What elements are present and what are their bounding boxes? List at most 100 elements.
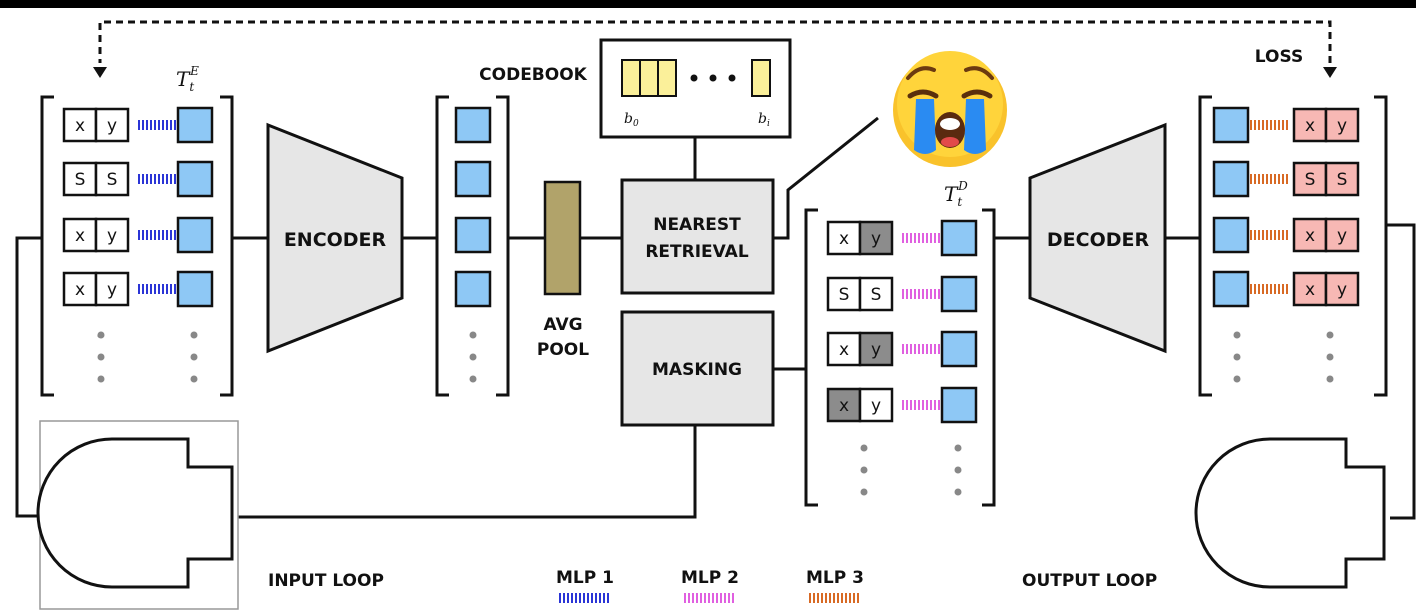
mlp-link bbox=[809, 593, 859, 603]
encoder-label: ENCODER bbox=[284, 229, 387, 251]
legend-label: MLP 3 bbox=[806, 568, 864, 588]
token-embedding bbox=[176, 106, 214, 144]
token-embedding bbox=[454, 216, 492, 254]
token-value: x bbox=[1305, 280, 1315, 300]
loss-label: LOSS bbox=[1255, 47, 1303, 67]
token-value: y bbox=[1337, 226, 1347, 246]
token-value: y bbox=[871, 396, 881, 416]
token-embedding bbox=[940, 330, 978, 368]
token-value: x bbox=[839, 229, 849, 249]
mlp-link bbox=[559, 593, 609, 603]
token-value: S bbox=[871, 285, 882, 305]
input-loop-icon bbox=[36, 420, 239, 610]
mlp-link bbox=[684, 593, 734, 603]
token-embedding bbox=[1212, 270, 1250, 308]
nearest-retrieval-label-line2: RETRIEVAL bbox=[645, 242, 748, 262]
mlp-link bbox=[138, 230, 176, 240]
svg-text:TtE: TtE bbox=[176, 64, 199, 94]
token-embedding bbox=[454, 270, 492, 308]
mlp-link bbox=[902, 400, 940, 410]
token-embedding bbox=[940, 219, 978, 257]
token-embedding bbox=[1212, 106, 1250, 144]
top-border bbox=[0, 0, 1416, 8]
codebook-label: CODEBOOK bbox=[479, 65, 588, 85]
codebook-b0-label: b0 bbox=[624, 111, 639, 129]
token-value: y bbox=[871, 340, 881, 360]
avg-pool-label-line2: POOL bbox=[537, 340, 589, 360]
token-value: y bbox=[107, 116, 117, 136]
token-value: x bbox=[75, 116, 85, 136]
token-value: S bbox=[107, 170, 118, 190]
token-embedding bbox=[1212, 216, 1250, 254]
decoder-block bbox=[1028, 122, 1167, 354]
masking-block bbox=[620, 310, 775, 427]
token-value: y bbox=[1337, 280, 1347, 300]
svg-text:TtD: TtD bbox=[944, 179, 968, 209]
token-value: x bbox=[839, 340, 849, 360]
nearest-retrieval-label-line1: NEAREST bbox=[653, 215, 741, 235]
mlp-link bbox=[1250, 174, 1288, 184]
mlp-link bbox=[1250, 120, 1288, 130]
token-embedding bbox=[940, 386, 978, 424]
mlp-link bbox=[1250, 284, 1288, 294]
input-loop-label: INPUT LOOP bbox=[268, 571, 384, 591]
mlp-link bbox=[902, 289, 940, 299]
token-embedding bbox=[176, 160, 214, 198]
legend-label: MLP 1 bbox=[556, 568, 614, 588]
encoder-block bbox=[266, 122, 404, 354]
avg-pool-block bbox=[543, 180, 582, 296]
token-embedding bbox=[940, 275, 978, 313]
token-value: x bbox=[839, 396, 849, 416]
legend-label: MLP 2 bbox=[681, 568, 739, 588]
avg-pool-label-line1: AVG bbox=[543, 315, 582, 335]
token-embedding bbox=[176, 270, 214, 308]
output-loop-icon bbox=[1194, 421, 1388, 609]
decoder-label: DECODER bbox=[1047, 229, 1150, 251]
token-value: y bbox=[107, 280, 117, 300]
token-value: x bbox=[1305, 116, 1315, 136]
codebook-entries bbox=[621, 59, 771, 97]
mlp-link bbox=[138, 174, 176, 184]
mlp-link bbox=[902, 344, 940, 354]
connector-lines bbox=[15, 116, 1416, 520]
token-value: x bbox=[1305, 226, 1315, 246]
token-value: S bbox=[1305, 170, 1316, 190]
token-value: x bbox=[75, 280, 85, 300]
token-value: S bbox=[1337, 170, 1348, 190]
token-value: S bbox=[75, 170, 86, 190]
token-value: x bbox=[75, 226, 85, 246]
token-embedding bbox=[1212, 160, 1250, 198]
token-embedding bbox=[454, 106, 492, 144]
mlp-link bbox=[902, 233, 940, 243]
decoder-embedding-label: TtD bbox=[944, 179, 968, 209]
output-loop-label: OUTPUT LOOP bbox=[1022, 571, 1157, 591]
ellipsis-dots bbox=[97, 331, 198, 383]
masking-label: MASKING bbox=[652, 360, 742, 380]
crying-face-icon bbox=[893, 51, 1007, 167]
token-value: y bbox=[1337, 116, 1347, 136]
arrow-down-icon bbox=[1323, 67, 1337, 78]
token-value: y bbox=[871, 229, 881, 249]
encoded-token-bracket bbox=[435, 95, 510, 397]
token-value: S bbox=[839, 285, 850, 305]
token-value: y bbox=[107, 226, 117, 246]
mlp-link bbox=[1250, 230, 1288, 240]
mlp-link bbox=[138, 120, 176, 130]
encoder-embedding-label: TtE bbox=[176, 64, 199, 94]
token-embedding bbox=[454, 160, 492, 198]
arrow-down-icon bbox=[93, 67, 107, 78]
